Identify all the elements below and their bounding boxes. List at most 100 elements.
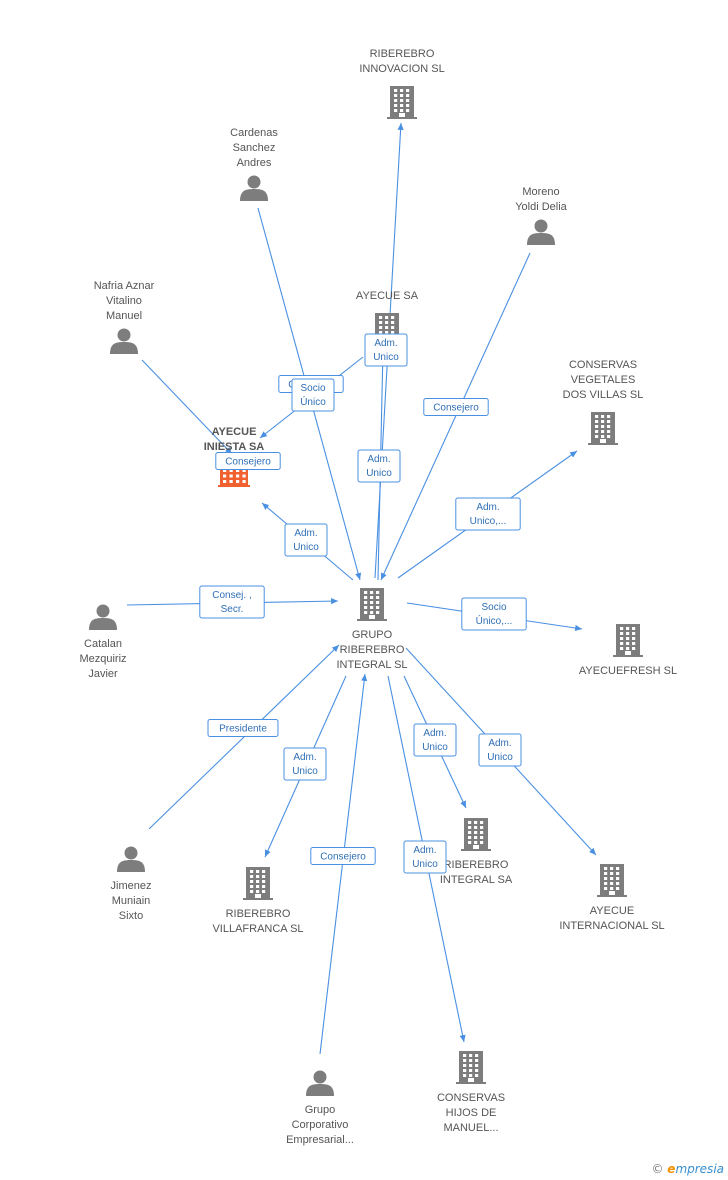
node-label: Cardenas xyxy=(230,127,278,139)
node-label: INIESTA SA xyxy=(204,441,265,453)
edge-label-text: Unico xyxy=(422,742,448,753)
node-label: Nafria Aznar xyxy=(94,280,155,292)
edge-label-text: Consejero xyxy=(320,852,366,863)
node-label: AYECUE xyxy=(590,905,634,917)
edge-label-text: Único,... xyxy=(476,614,513,627)
edge-label-text: Socio xyxy=(300,383,325,394)
node-ayecuefresh[interactable]: AYECUEFRESH SL xyxy=(579,624,677,677)
node-label: DOS VILLAS SL xyxy=(563,389,644,401)
edge-label[interactable]: Consejero xyxy=(423,398,489,416)
node-label: CONSERVAS xyxy=(437,1092,505,1104)
edge-label-text: Adm. xyxy=(293,752,316,763)
node-label: Catalan xyxy=(84,638,122,650)
node-label: Sixto xyxy=(119,910,143,922)
edge-label[interactable]: Adm. Unico,... xyxy=(455,497,521,531)
node-label: VILLAFRANCA SL xyxy=(212,923,303,935)
edge-label-text: Único xyxy=(300,395,326,408)
node-conshijos[interactable]: CONSERVAS HIJOS DE MANUEL... xyxy=(437,1051,505,1134)
copyright-icon: © xyxy=(651,1162,664,1176)
person-icon xyxy=(117,846,145,872)
edge-label[interactable]: SocioÚnico,... xyxy=(461,597,527,631)
node-label: VEGETALES xyxy=(571,374,636,386)
node-label: AYECUEFRESH SL xyxy=(579,665,677,677)
node-label: RIBEREBRO xyxy=(444,859,509,871)
node-label: AYECUE SA xyxy=(356,290,419,302)
edge-label[interactable]: Adm. Unico xyxy=(364,333,408,367)
node-label: INTEGRAL SL xyxy=(336,659,407,671)
person-icon xyxy=(527,219,555,245)
building-icon xyxy=(588,412,618,445)
edge-label-text: Unico,... xyxy=(470,516,507,527)
node-ribinnov[interactable]: RIBEREBRO INNOVACION SL xyxy=(359,48,445,119)
node-label: Grupo xyxy=(305,1104,336,1116)
node-label: Sanchez xyxy=(233,142,276,154)
node-label: Muniain xyxy=(112,895,151,907)
edge-label[interactable]: Consejero xyxy=(215,452,281,470)
node-label: Jimenez xyxy=(111,880,152,892)
node-label: INTERNACIONAL SL xyxy=(559,920,664,932)
brand-watermark[interactable]: © empresia xyxy=(651,1162,724,1176)
edge-label[interactable]: Adm.Unico xyxy=(357,449,401,483)
node-label: MANUEL... xyxy=(443,1122,498,1134)
person-icon xyxy=(306,1070,334,1096)
edge-label-text: Consejero xyxy=(225,457,271,468)
edge-label-text: Adm. xyxy=(413,845,436,856)
edge-label[interactable]: Presidente xyxy=(207,719,279,737)
edge-label[interactable]: Adm. Unico xyxy=(403,840,447,874)
edge-label[interactable]: Adm. Unico xyxy=(284,523,328,557)
node-label: Andres xyxy=(237,157,272,169)
edge-label-text: Socio xyxy=(481,602,506,613)
person-icon xyxy=(89,604,117,630)
node-conservasveg[interactable]: CONSERVAS VEGETALES DOS VILLAS SL xyxy=(563,359,644,445)
edge-label-text: Adm. xyxy=(374,338,397,349)
node-ayecueint[interactable]: AYECUE INTERNACIONAL SL xyxy=(559,864,665,932)
node-label: CONSERVAS xyxy=(569,359,637,371)
brand-logo-text: mpresia xyxy=(675,1162,724,1176)
node-label: INNOVACION SL xyxy=(359,63,444,75)
edge-label-text: Adm. xyxy=(476,502,499,513)
edge-label-text: Unico xyxy=(412,859,438,870)
node-label: GRUPO xyxy=(352,629,393,641)
building-icon xyxy=(456,1051,486,1084)
edge-label[interactable]: Consej. ,Secr. xyxy=(199,585,265,619)
edge-label-text: Adm. xyxy=(294,528,317,539)
edge-label[interactable]: Adm. Unico xyxy=(478,733,522,767)
edge-label[interactable]: Adm. Unico xyxy=(283,747,327,781)
edge-label-text: Adm. xyxy=(488,738,511,749)
edge-label-text: Unico xyxy=(487,752,513,763)
node-label: Yoldi Delia xyxy=(515,201,567,213)
person-icon xyxy=(110,328,138,354)
node-ribintegral[interactable]: RIBEREBRO INTEGRAL SA xyxy=(440,818,513,886)
building-icon xyxy=(613,624,643,657)
node-label: Corporativo xyxy=(292,1119,349,1131)
node-grupocorp[interactable]: GrupoCorporativoEmpresarial... xyxy=(286,1070,354,1147)
edge-nafria-to-ayecueiniesta xyxy=(141,359,233,455)
edge-label-text: Unico xyxy=(373,352,399,363)
node-label: Javier xyxy=(88,668,118,680)
edge-label[interactable]: Consejero xyxy=(310,847,376,865)
edge-label-text: Unico xyxy=(292,766,318,777)
edge-label-text: Adm. xyxy=(423,728,446,739)
node-label: RIBEREBRO xyxy=(370,48,435,60)
node-label: HIJOS DE xyxy=(446,1107,497,1119)
node-label: Empresarial... xyxy=(286,1134,354,1146)
node-label: Moreno xyxy=(522,186,559,198)
edge-label-text: Unico xyxy=(366,468,392,479)
building-icon xyxy=(597,864,627,897)
person-icon xyxy=(240,175,268,201)
building-icon xyxy=(461,818,491,851)
edge-label-text: Unico xyxy=(293,542,319,553)
edge-label[interactable]: Adm. Unico xyxy=(413,723,457,757)
edge-label-text: Consejero xyxy=(433,403,479,414)
node-label: INTEGRAL SA xyxy=(440,874,513,886)
